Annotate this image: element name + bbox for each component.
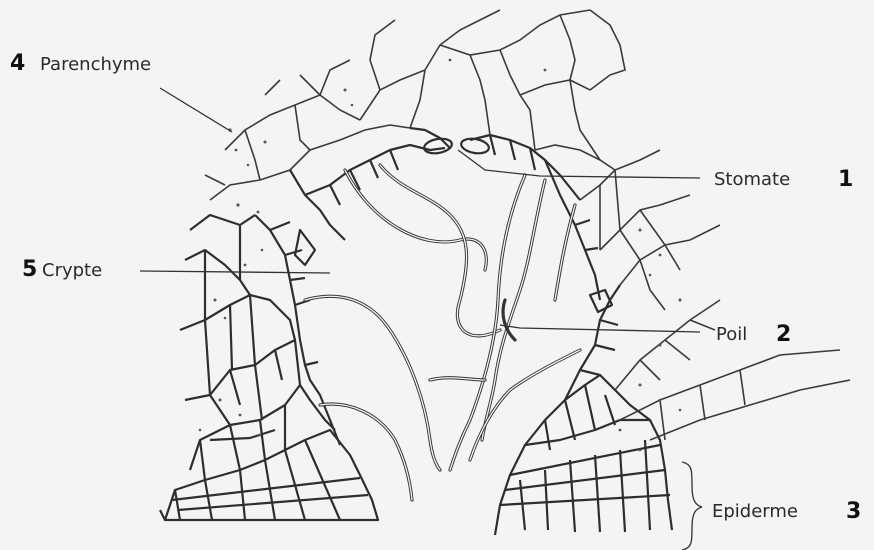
- epiderme-brace: [682, 462, 702, 550]
- label-parenchyme: 4 Parenchyme: [10, 51, 151, 76]
- label-epiderme: Epiderme 3: [712, 499, 861, 524]
- poil-text: Poil: [716, 324, 747, 345]
- right-epidermis: [470, 135, 850, 535]
- crypte-number: 5: [22, 257, 37, 282]
- parenchyme-number: 4: [10, 51, 25, 76]
- stomate-guard-cells: [423, 137, 490, 156]
- leader-parenchyme: [160, 88, 232, 132]
- epiderme-text: Epiderme: [712, 501, 798, 522]
- epiderme-number: 3: [846, 499, 861, 524]
- label-poil: Poil 2: [716, 322, 791, 347]
- stomate-number: 1: [838, 167, 853, 192]
- leader-lines: [140, 88, 700, 332]
- top-parenchyma: [360, 10, 625, 160]
- parenchyme-text: Parenchyme: [40, 54, 151, 75]
- crypte-text: Crypte: [42, 260, 102, 281]
- left-epidermis: [160, 60, 450, 520]
- stomate-text: Stomate: [714, 169, 790, 190]
- leader-crypte: [140, 271, 330, 273]
- label-stomate: Stomate 1: [714, 167, 853, 192]
- leader-poil: [500, 325, 700, 332]
- poil-number: 2: [776, 322, 791, 347]
- cell-content-dots: [199, 59, 682, 452]
- label-crypte: 5 Crypte: [22, 257, 102, 282]
